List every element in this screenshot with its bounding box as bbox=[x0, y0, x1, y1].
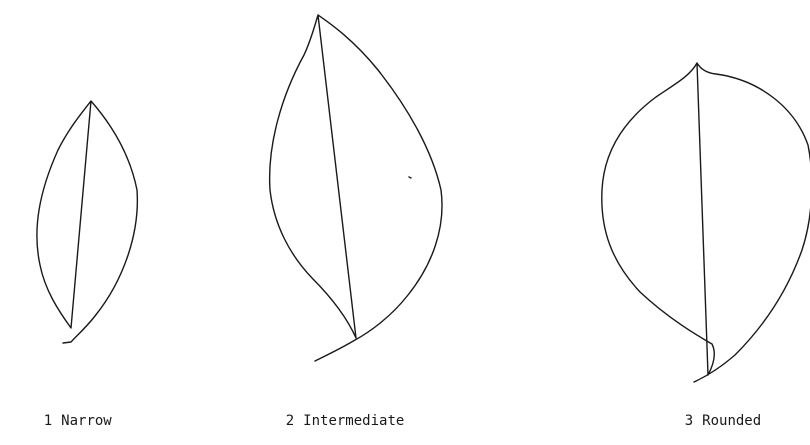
leaf-intermediate-number: 2 bbox=[286, 413, 294, 429]
leaf-intermediate-caption: 2 Intermediate bbox=[252, 397, 404, 445]
leaf-narrow-label: Narrow bbox=[61, 413, 112, 429]
leaf-rounded-outline bbox=[602, 63, 810, 382]
leaf-rounded-label: Rounded bbox=[702, 413, 761, 429]
leaf-rounded-caption: 3 Rounded bbox=[651, 397, 761, 445]
leaf-intermediate-mark bbox=[409, 177, 411, 178]
leaf-intermediate-label: Intermediate bbox=[303, 413, 404, 429]
leaf-narrow-number: 1 bbox=[44, 413, 52, 429]
leaf-outlines bbox=[0, 0, 810, 414]
leaf-intermediate-outline bbox=[270, 15, 442, 361]
leaf-rounded-number: 3 bbox=[685, 413, 693, 429]
leaf-narrow-outline bbox=[37, 101, 137, 343]
leaf-narrow-caption: 1 Narrow bbox=[10, 397, 112, 445]
